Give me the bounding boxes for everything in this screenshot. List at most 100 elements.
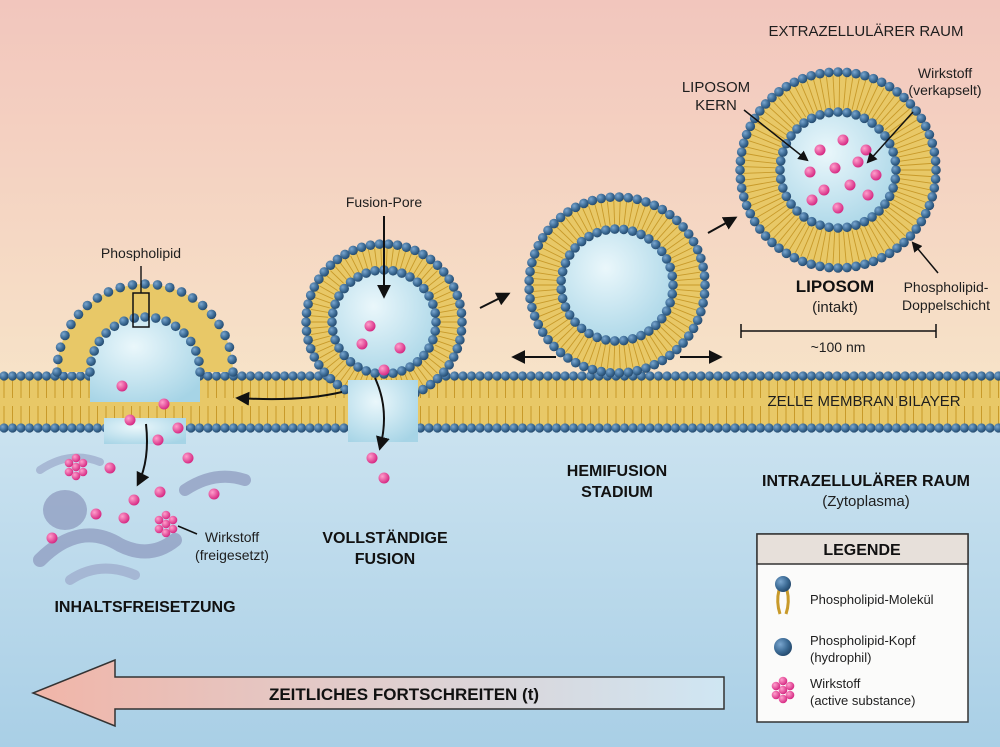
membrane-head-top <box>968 371 978 381</box>
drug-particle <box>71 471 81 481</box>
phospholipid-head <box>564 250 575 260</box>
membrane-head-top <box>653 371 664 381</box>
arrow-drug-encapsulated-pointer <box>866 111 914 164</box>
drug-particle <box>852 156 864 168</box>
membrane-head-bottom <box>67 423 77 433</box>
phospholipid-head <box>455 299 465 309</box>
membrane-head-bottom <box>492 423 502 433</box>
phospholipid-head <box>600 225 611 235</box>
phospholipid-head <box>524 275 534 286</box>
membrane-head-top <box>305 371 315 381</box>
drug-particle <box>785 681 795 691</box>
arrow-bilayer-pointer <box>911 241 939 274</box>
drug-particle <box>124 414 136 426</box>
drug-particle <box>154 486 166 498</box>
phospholipid-head <box>370 368 380 379</box>
membrane-head-bottom <box>832 423 842 433</box>
phospholipid-head <box>929 183 940 193</box>
phospholipid-head <box>789 77 800 88</box>
intracellular-label: INTRAZELLULÄRER RAUM <box>762 472 970 490</box>
membrane-head-bottom <box>585 423 596 433</box>
phospholipid-head <box>115 282 126 293</box>
phospholipid-head <box>89 346 99 356</box>
phospholipid-head <box>557 266 568 277</box>
drug-particle <box>778 685 788 695</box>
membrane-head-bottom <box>339 423 349 433</box>
membrane-head-bottom <box>985 423 995 433</box>
drug-particle <box>862 189 874 201</box>
membrane-head-top <box>806 371 817 381</box>
phospholipid-head <box>361 366 372 376</box>
arrow-to-liposome <box>707 216 738 234</box>
membrane-head-bottom <box>959 423 970 433</box>
drug-particle <box>778 694 788 704</box>
phospholipid-head <box>140 279 150 289</box>
phospholipid-head <box>649 359 660 370</box>
membrane-head-bottom <box>58 423 69 433</box>
phospholipid-head <box>775 174 786 184</box>
membrane-head-top <box>823 371 834 381</box>
phospholipid-head <box>698 262 708 272</box>
drug-particle <box>771 681 781 691</box>
phospholipid-head <box>525 293 535 304</box>
phospholipid-head <box>930 156 941 166</box>
phospholipid-head <box>623 367 634 378</box>
phospholipid-head <box>614 368 625 378</box>
phospholipid-head <box>842 67 852 78</box>
phospholipid-head <box>860 70 870 81</box>
phospholipid-head <box>85 367 95 377</box>
membrane-head-top <box>220 371 230 381</box>
phospholipid-head <box>623 192 634 203</box>
phospholipid-head <box>555 212 566 223</box>
phospholipid-head <box>700 280 710 290</box>
phospholipid-head <box>924 200 935 211</box>
phospholipid-head <box>187 293 198 303</box>
phospholipid-head <box>332 254 343 265</box>
drug-particle <box>364 320 376 332</box>
drug-particle <box>104 462 116 474</box>
liposome-core-label-2: KERN <box>695 97 737 114</box>
phospholipid-head <box>851 261 861 272</box>
phospholipid-head <box>576 323 587 334</box>
drug-particle <box>804 166 816 178</box>
membrane-head-top <box>509 371 519 381</box>
phospholipid-head <box>632 194 643 205</box>
phospholipid-head <box>696 306 706 317</box>
membrane-head-bottom <box>526 423 536 433</box>
membrane-head-top <box>75 371 86 381</box>
phospholipid-head <box>549 341 559 352</box>
membrane-head-top <box>976 371 987 381</box>
membrane-head-bottom <box>330 423 341 433</box>
membrane-head-bottom <box>976 423 987 433</box>
membrane-head-bottom <box>475 423 485 433</box>
membrane-head-bottom <box>917 423 927 433</box>
phospholipid-head <box>754 224 765 234</box>
membrane-head-bottom <box>908 423 919 433</box>
drug-particle <box>182 452 194 464</box>
phospholipid-head <box>537 232 548 243</box>
membrane-head-top <box>483 371 494 381</box>
content-release-dome <box>52 279 238 402</box>
phospholipid-head <box>428 334 438 345</box>
membrane-head-bottom <box>857 423 868 433</box>
drug-particle <box>128 494 140 506</box>
phospholipid-head <box>220 330 230 341</box>
membrane-head-bottom <box>891 423 902 433</box>
phospholipid-head <box>671 215 682 226</box>
phospholipid-head <box>699 271 710 281</box>
phospholipid-head <box>392 240 403 250</box>
phospholipid-head <box>916 113 927 124</box>
phospholipid-head <box>340 384 350 395</box>
drug-particle <box>168 515 178 525</box>
phospholipid-head <box>303 335 313 345</box>
drug-particle <box>366 452 378 464</box>
phospholipid-head <box>325 260 336 271</box>
drug-particle <box>78 458 88 468</box>
phospholipid-head <box>920 121 931 132</box>
membrane-head-bottom <box>33 423 43 433</box>
phospholipid-head <box>334 343 344 353</box>
membrane-head-bottom <box>262 423 273 433</box>
membrane-head-bottom <box>466 423 477 433</box>
vesicle-lumen <box>561 229 673 341</box>
